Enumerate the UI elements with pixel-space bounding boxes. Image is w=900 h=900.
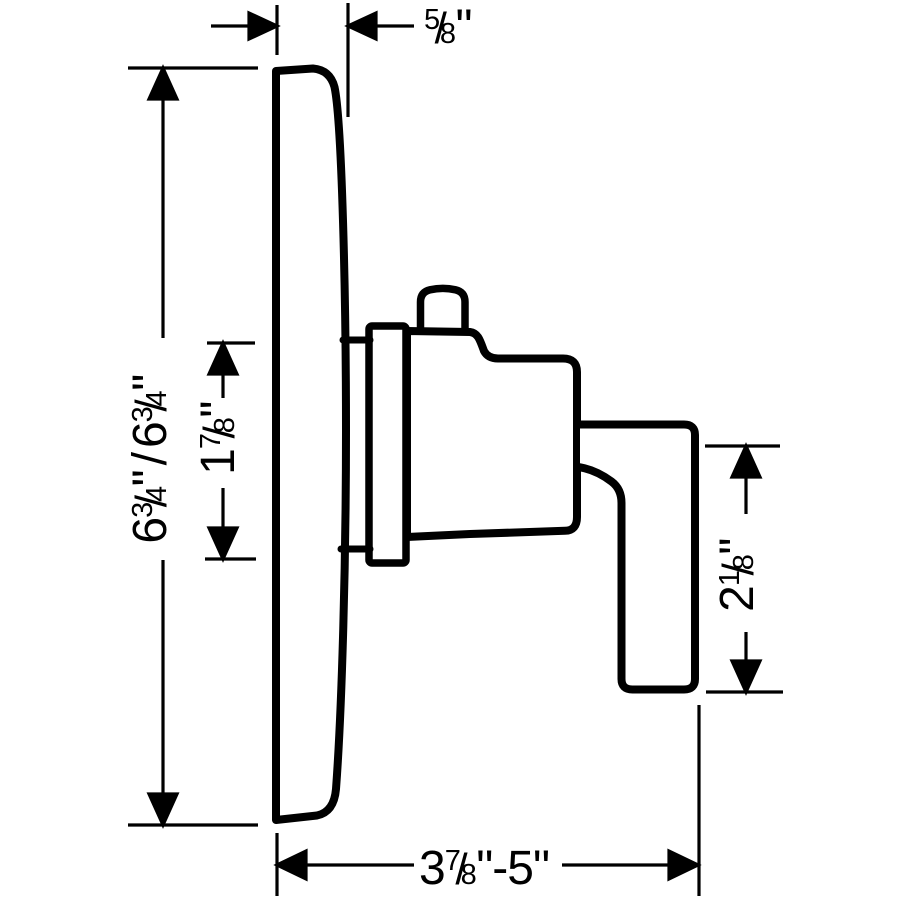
inch-mark: " <box>455 1 473 54</box>
whole-number: 6 <box>123 517 177 544</box>
fraction-denominator: 4 <box>140 390 173 407</box>
whole-number: 2 <box>710 586 764 612</box>
dim-upper-height <box>205 339 256 563</box>
fraction-denominator: 4 <box>140 486 173 503</box>
inch-mark: " <box>123 374 177 391</box>
arrowhead-up-icon <box>146 64 180 101</box>
whole-number: 5 <box>507 842 534 895</box>
range-dash: - <box>492 842 508 895</box>
fraction-numerator: 7 <box>444 845 461 877</box>
inch-mark: " <box>123 470 177 487</box>
dim-label-plate-thickness: 5/8" <box>424 1 473 54</box>
dim-plate-thickness <box>211 3 414 117</box>
dim-label-overall-height: 63/4"/63/4" <box>123 309 177 609</box>
separator-slash: / <box>123 453 177 466</box>
arrowhead-down-icon <box>729 659 763 696</box>
arrowhead-down-icon <box>146 792 180 829</box>
arrowhead-left-icon <box>344 10 378 42</box>
dim-overall-height <box>128 64 258 829</box>
dim-label-valve-depth: 37/8"-5" <box>419 842 550 895</box>
valve-body <box>403 327 581 541</box>
inch-mark: " <box>710 538 764 555</box>
whole-number: 3 <box>419 842 446 895</box>
fraction-denominator: 8 <box>460 859 477 891</box>
arrowhead-right-icon <box>247 10 281 42</box>
whole-number: 6 <box>123 422 177 449</box>
lever-handle <box>576 420 699 694</box>
dim-label-handle-height: 21/8" <box>710 500 764 650</box>
fraction-slash: / <box>455 845 467 894</box>
arrowhead-up-icon <box>729 442 763 479</box>
dim-handle-height <box>705 442 783 696</box>
whole-number: 1 <box>191 449 245 475</box>
inch-mark: " <box>532 842 550 895</box>
dim-label-upper-height: 17/8" <box>191 368 245 508</box>
fraction-slash: / <box>434 4 447 53</box>
arrowhead-up-icon <box>206 339 240 376</box>
arrowhead-down-icon <box>206 526 240 563</box>
arrowhead-right-icon <box>667 848 702 882</box>
valve-flange <box>365 322 410 567</box>
fraction-denominator: 8 <box>727 554 760 571</box>
inch-mark: " <box>191 401 245 418</box>
fraction-denominator: 8 <box>439 18 456 50</box>
fraction-numerator: 5 <box>424 4 440 36</box>
dim-valve-depth <box>273 705 702 896</box>
control-knob <box>416 284 469 335</box>
arrowhead-left-icon <box>273 848 308 882</box>
fraction-denominator: 8 <box>208 417 241 434</box>
inch-mark: " <box>476 842 493 895</box>
escutcheon-plate-profile <box>272 64 350 824</box>
